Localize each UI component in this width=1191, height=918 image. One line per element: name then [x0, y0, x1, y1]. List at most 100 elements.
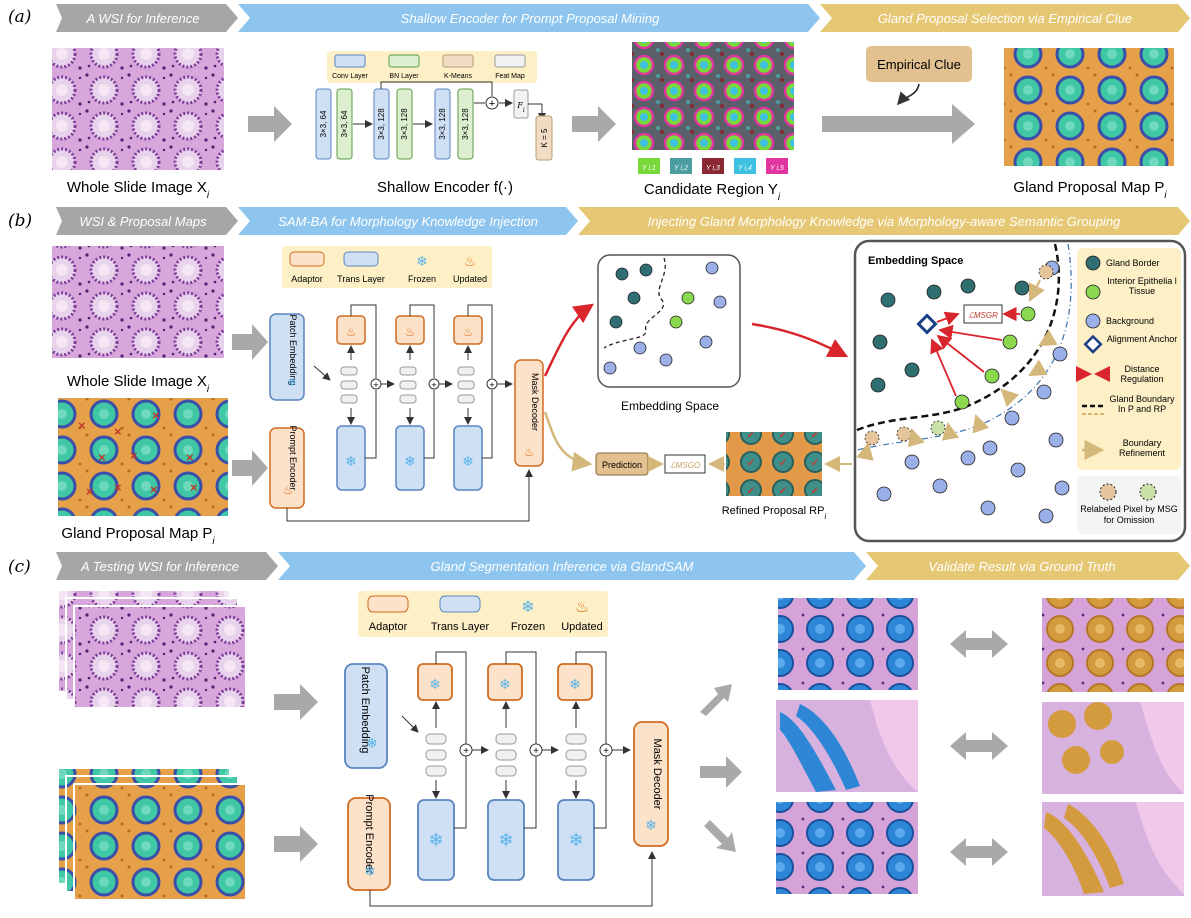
banner-b-2 — [238, 207, 578, 235]
encoder-sum-node — [485, 96, 499, 110]
svg-text:×: × — [130, 448, 138, 463]
svg-text:×: × — [78, 418, 86, 433]
arrow-c-2 — [274, 826, 318, 862]
svg-text:×: × — [186, 450, 194, 465]
adaptor-c-1 — [417, 663, 453, 701]
flame-icon: ♨ — [575, 599, 589, 616]
adaptor-c-2 — [487, 663, 523, 701]
wsi-caption-b: Whole Slide Image Xi — [67, 373, 210, 395]
trans-layer-c-1 — [417, 799, 455, 881]
empirical-clue-label: Empirical Clue — [877, 57, 961, 72]
legend-conv-swatch — [334, 54, 366, 68]
banner-c-3 — [866, 552, 1190, 580]
wsi-image-a — [52, 48, 224, 170]
flame-icon: ♨ — [283, 483, 294, 497]
legend-b-updated-label: Updated — [453, 274, 487, 284]
legend-boundary: Gland Boundary In P and RP — [1109, 394, 1175, 414]
legend-a — [327, 51, 537, 83]
svg-text:+: + — [533, 746, 539, 757]
banner-a-2-text: Shallow Encoder for Prompt Proposal Mini… — [401, 11, 660, 26]
arrow-c-4 — [700, 756, 742, 788]
snowflake-icon: ❄ — [645, 817, 657, 833]
arrow-c-1 — [274, 684, 318, 720]
patch-embedding-b — [269, 313, 305, 401]
legend-anchor: Alignment Anchor — [1106, 334, 1178, 344]
snowflake-icon: ❄ — [569, 676, 581, 692]
legend-c-trans-label: Trans Layer — [431, 621, 490, 633]
section-a-label: (a) — [8, 7, 31, 27]
region-y4-label: Y i,4 — [738, 165, 752, 172]
loss-msgo-label: ℒMSGO — [670, 461, 700, 470]
svg-text:×: × — [152, 408, 160, 423]
legend-c-adaptor-swatch — [367, 595, 409, 613]
flame-icon: ♨ — [405, 325, 416, 339]
snowflake-icon: ❄ — [521, 599, 534, 616]
proposal-caption-a: Gland Proposal Map Pi — [1013, 179, 1167, 201]
patch-embedding-b-label: Patch Embedding — [288, 314, 298, 385]
banner-a-2 — [238, 4, 820, 32]
svg-text:+: + — [603, 746, 609, 757]
wsi-caption-a: Whole Slide Image Xi — [67, 179, 210, 201]
mask-decoder-b — [514, 359, 544, 467]
embedding-points-small — [603, 261, 727, 375]
candidate-region-image — [632, 42, 794, 150]
banner-b-1 — [56, 207, 238, 235]
legend-kmeans-label: K-Means — [444, 73, 473, 80]
snowflake-icon: ❄ — [345, 453, 357, 469]
region-y2 — [670, 158, 692, 174]
feat-label: Fi — [516, 101, 525, 114]
snowflake-icon: ❄ — [462, 453, 474, 469]
arrow-a-3 — [822, 104, 975, 144]
banner-b-3-text: Injecting Gland Morphology Knowledge via… — [648, 214, 1121, 229]
double-arrow-3 — [950, 838, 1008, 866]
svg-text:×: × — [114, 480, 122, 495]
svg-text:×: × — [114, 424, 122, 439]
gold-arrow — [543, 411, 593, 472]
test-wsi-stack — [57, 589, 247, 709]
section-c-label: (c) — [8, 557, 31, 577]
mask-decoder-c-label: Mask Decoder — [651, 739, 663, 810]
refined-proposal-image — [726, 432, 822, 496]
flame-icon: ♨ — [524, 445, 535, 459]
banner-c-1 — [56, 552, 278, 580]
snowflake-icon: ❄ — [499, 676, 511, 692]
svg-text:×: × — [98, 450, 106, 465]
banner-a-3-text: Gland Proposal Selection via Empirical C… — [878, 11, 1132, 26]
loss-msgo-box — [664, 454, 706, 474]
svg-text:×: × — [190, 480, 198, 495]
legend-gland-border: Gland Border — [1106, 258, 1160, 268]
banner-c-1-text: A Testing WSI for Inference — [80, 559, 239, 574]
glandsam-architecture: Patch Embedding ❄ Prompt Encoder ❄ ❄ ❄ +… — [344, 651, 669, 907]
encoder-conv-2-label: 3×3, 128 — [377, 108, 386, 140]
region-y1 — [638, 158, 660, 174]
encoder-conv-3 — [434, 88, 451, 160]
legend-c-updated-label: Updated — [561, 621, 603, 633]
double-arrow-1 — [950, 630, 1008, 658]
svg-text:+: + — [489, 380, 494, 390]
legend-bn-label: BN Layer — [389, 73, 419, 80]
encoder-conv-1-label: 3×3, 64 — [319, 110, 328, 137]
prediction-result-2-glands — [780, 700, 918, 792]
legend-bn-swatch — [388, 54, 420, 68]
arrow-a-1 — [248, 106, 292, 142]
alignment-anchor — [916, 313, 938, 335]
snowflake-icon: ❄ — [364, 863, 376, 879]
snowflake-icon: ❄ — [404, 453, 416, 469]
section-b-label: (b) — [8, 211, 32, 231]
prompt-encoder-c-label: Prompt Encoder — [363, 794, 375, 874]
region-legend: Y i,1 Y i,2 Y i,3 Y i,4 Y i,5 — [638, 158, 788, 174]
snowflake-icon: ❄ — [428, 830, 443, 850]
wsi-image-b — [52, 246, 224, 358]
legend-background-dot — [1085, 313, 1101, 329]
snowflake-icon: ❄ — [429, 676, 441, 692]
banner-b-1-text: WSI & Proposal Maps — [79, 214, 207, 229]
proposal-caption-b: Gland Proposal Map Pi — [61, 525, 215, 547]
legend-feat-swatch — [494, 54, 526, 68]
banner-c-3-text: Validate Result via Ground Truth — [928, 559, 1115, 574]
arrow-b-1 — [232, 324, 268, 360]
adaptor-c-3 — [557, 663, 593, 701]
flame-icon: ♨ — [464, 253, 477, 269]
legend-distance: Distance Regulation — [1120, 364, 1164, 384]
svg-text:×: × — [86, 484, 94, 499]
legend-b — [282, 246, 492, 288]
